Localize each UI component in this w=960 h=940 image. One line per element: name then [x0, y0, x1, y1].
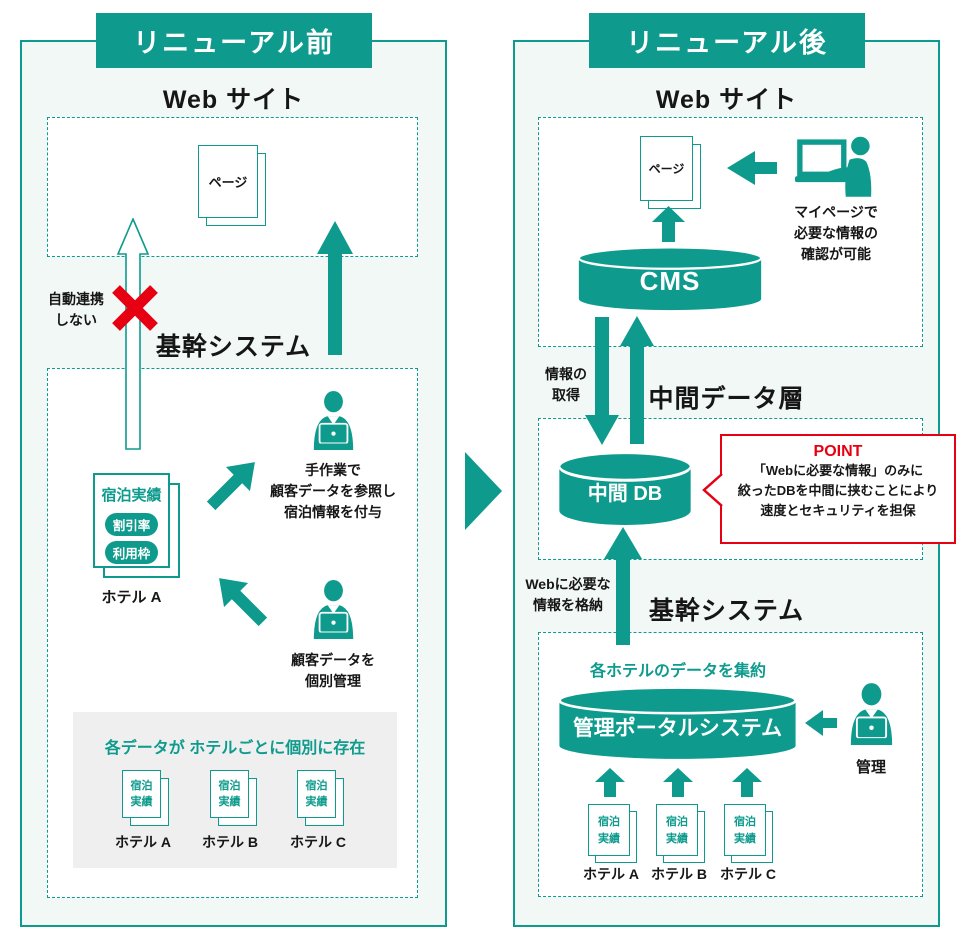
hotel-a-label: ホテル A — [583, 866, 639, 882]
after-core-system-heading: 基幹システム — [648, 597, 805, 625]
store-info-note: Webに必要な 情報を格納 — [525, 576, 611, 613]
after-panel-title: リニューアル後 — [589, 13, 865, 68]
discount-rate-pill: 割引率 — [105, 513, 158, 536]
hotel-b-label: ホテル B — [651, 866, 707, 882]
person-laptop-icon — [313, 580, 354, 639]
after-website-box — [538, 117, 923, 347]
aggregate-data-title: 各ホテルのデータを集約 — [589, 663, 766, 680]
up-arrow — [652, 206, 685, 242]
small-doc-hotel-a: 宿泊 実績 — [588, 804, 637, 863]
small-doc-hotel-a: 宿泊 実績 — [122, 770, 169, 826]
stay-record-doc: 宿泊実績 割引率 利用枠 — [93, 473, 180, 578]
info-fetch-note: 情報の 取得 — [545, 366, 587, 403]
up-arrow — [595, 768, 625, 797]
hotel-c-label: ホテル C — [720, 866, 776, 882]
small-doc-hotel-b: 宿泊 実績 — [210, 770, 257, 826]
page-doc-front-sheet: ページ — [640, 136, 693, 201]
page-doc-label: ページ — [648, 162, 685, 176]
before-panel-title: リニューアル前 — [96, 13, 372, 68]
mypage-note: マイページで 必要な情報の 確認が可能 — [794, 204, 878, 262]
separate-data-title: 各データが ホテルごとに個別に存在 — [104, 740, 366, 757]
middle-db-label: 中間 DB — [587, 483, 663, 505]
up-arrow — [604, 527, 642, 645]
left-arrow — [805, 710, 837, 736]
hotel-c-label: ホテル C — [290, 834, 346, 850]
before-website-heading: Web サイト — [162, 86, 305, 114]
up-arrow — [317, 221, 353, 355]
hotel-a-label: ホテル A — [115, 834, 171, 850]
hotel-a-label: ホテル A — [101, 589, 162, 606]
up-arrow — [663, 768, 693, 797]
up-arrow — [620, 316, 654, 444]
person-laptop-icon — [850, 683, 893, 745]
after-website-heading: Web サイト — [655, 86, 798, 114]
diagonal-arrow-up-left — [219, 578, 268, 627]
portal-cylinder — [557, 686, 798, 759]
middle-db-cylinder — [558, 451, 692, 525]
small-doc-hotel-c: 宿泊 実績 — [724, 804, 773, 863]
point-bubble-tail — [702, 473, 723, 507]
up-arrow — [732, 768, 762, 797]
middle-data-layer-heading: 中間データ層 — [648, 385, 805, 413]
before-page-doc: ページ — [198, 145, 266, 226]
point-bubble: POINT 「Webに必要な情報」のみに 絞ったDBを中間に挟むことにより 速度… — [720, 434, 956, 544]
diagonal-arrow-up-right — [206, 462, 255, 511]
page-doc-front-sheet: ページ — [198, 145, 258, 218]
person-browsing-icon — [794, 136, 872, 197]
usage-quota-pill: 利用枠 — [105, 541, 158, 564]
portal-label: 管理ポータルシステム — [572, 717, 783, 740]
customer-data-note: 顧客データを 個別管理 — [291, 652, 375, 689]
admin-label: 管理 — [855, 759, 886, 776]
small-doc-hotel-b: 宿泊 実績 — [656, 804, 705, 863]
after-page-doc: ページ — [640, 136, 701, 209]
point-title: POINT — [813, 443, 863, 460]
small-doc-hotel-c: 宿泊 実績 — [297, 770, 344, 826]
after-title-text: リニューアル後 — [626, 28, 828, 58]
left-arrow — [727, 151, 777, 185]
hollow-up-arrow — [117, 218, 149, 450]
stay-doc-title: 宿泊実績 — [101, 487, 162, 504]
person-laptop-icon — [313, 391, 354, 450]
page-doc-label: ページ — [208, 175, 248, 190]
transition-triangle-icon — [465, 452, 502, 530]
cross-icon — [112, 285, 158, 331]
hotel-b-label: ホテル B — [202, 834, 258, 850]
before-title-text: リニューアル前 — [133, 28, 335, 58]
before-core-system-heading: 基幹システム — [155, 333, 312, 361]
no-auto-link-note: 自動連携 しない — [48, 291, 104, 328]
cms-db-cylinder — [577, 246, 763, 311]
cms-label: CMS — [639, 266, 701, 296]
stay-doc-front-sheet: 宿泊実績 割引率 利用枠 — [93, 473, 170, 568]
down-arrow — [585, 317, 619, 445]
manual-work-note: 手作業で 顧客データを参照し 宿泊情報を付与 — [270, 462, 396, 520]
